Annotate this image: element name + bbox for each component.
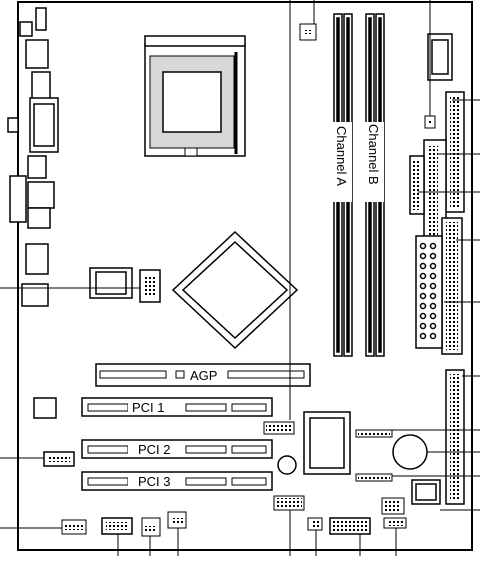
channel-b-label-group: Channel B xyxy=(364,122,384,202)
southbridge-chip xyxy=(303,411,351,475)
power-header xyxy=(139,269,161,303)
rear-io-panel xyxy=(7,7,59,307)
channel-a-label: Channel A xyxy=(334,126,349,186)
pci-3-label: PCI 3 xyxy=(138,474,171,489)
cpu-fan-header xyxy=(299,0,317,41)
agp-label: AGP xyxy=(190,368,217,383)
pci-slot-3: PCI 3 xyxy=(81,471,273,491)
io-chip xyxy=(89,267,133,299)
io-header-stack xyxy=(409,139,447,249)
ide-connector-1 xyxy=(441,217,463,355)
northbridge-chip xyxy=(171,230,299,350)
agp-slot: AGP xyxy=(95,363,311,387)
pci-slot-1: PCI 1 xyxy=(81,397,273,417)
channel-b-label: Channel B xyxy=(366,124,381,185)
bios-chip xyxy=(33,397,57,419)
header-lower xyxy=(355,473,393,482)
top-right-connector xyxy=(427,33,453,81)
atx-power-connector xyxy=(415,235,443,349)
floppy-connector xyxy=(445,91,465,213)
small-jumper xyxy=(424,0,436,129)
bottom-headers xyxy=(43,451,407,537)
usb-header-mid xyxy=(263,421,295,435)
cmos-battery xyxy=(392,434,428,470)
pci-slot-2: PCI 2 xyxy=(81,439,273,459)
buzzer xyxy=(277,455,297,475)
small-chip xyxy=(411,479,441,505)
channel-a-label-group: Channel A xyxy=(332,122,352,202)
header-upper xyxy=(355,429,393,438)
cpu-socket xyxy=(144,35,246,157)
pci-2-label: PCI 2 xyxy=(138,442,171,457)
pci-1-label: PCI 1 xyxy=(132,400,165,415)
ide-connector-2 xyxy=(445,369,465,505)
